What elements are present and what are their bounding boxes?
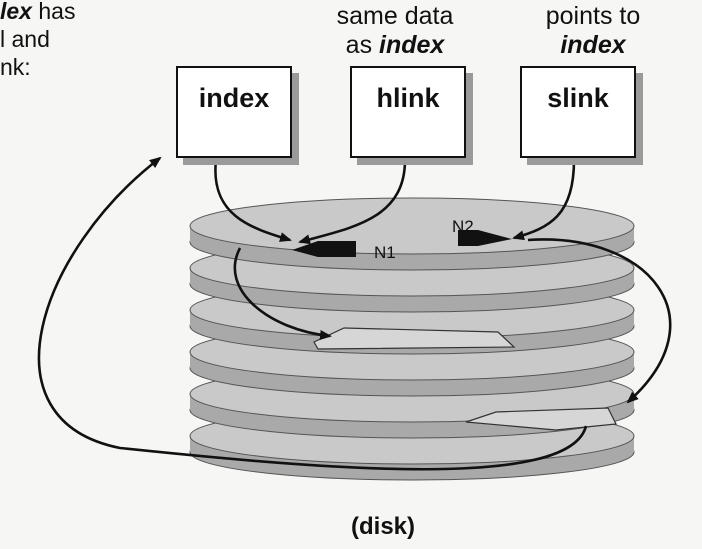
slink-caption-line1: points to [545,2,641,30]
inode-n1-block [292,241,356,257]
inode-n2-block [458,230,512,246]
arrow-hlink-to-n1 [298,159,407,245]
slink-box: slink [520,66,636,158]
platter-1 [189,197,635,271]
left-note-line3: nk: [0,54,31,80]
index-box: index [176,66,292,158]
hlink-box-label: hlink [376,83,440,113]
disk-label: (disk) [351,513,416,540]
left-note-line1: lex has [0,0,76,24]
arrow-n2-to-path [527,238,672,404]
index-box-label: index [198,83,270,113]
arrow-n1-to-data [233,247,332,340]
arrow-path-to-index [37,156,588,471]
hlink-caption-line1: same data [336,2,454,30]
disk-stack [189,197,635,481]
arrow-index-to-n1 [214,159,292,242]
hlink-caption-line2: as index [345,31,445,59]
arrow-slink-to-n2 [512,159,576,241]
data-block-path [465,407,617,431]
node-n2-label: N2 [452,217,474,236]
data-block-file [313,327,516,350]
slink-box-label: slink [547,83,609,113]
hlink-box: hlink [350,66,466,158]
left-note-line2: l and [0,26,50,52]
node-n1-label: N1 [374,243,396,262]
slink-caption-line2: index [560,31,626,59]
